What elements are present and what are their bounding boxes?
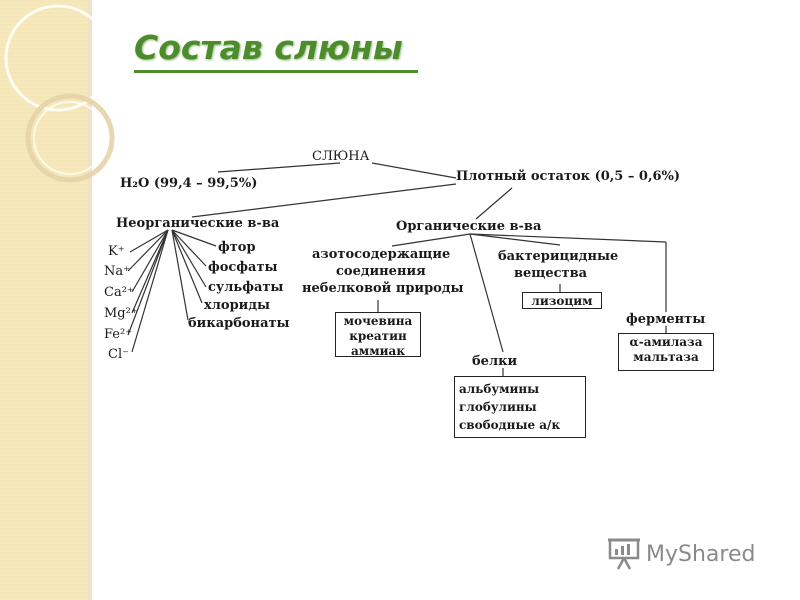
bactericidal-label-line1: бактерицидные <box>498 249 619 264</box>
nitrogen-items-box: мочевина креатин аммиак <box>335 312 421 358</box>
slide-title: Состав слюны <box>134 28 403 67</box>
dense-residue-node: Плотный остаток (0,5 – 0,6%) <box>456 169 681 184</box>
nitrogen-item-ammonia: аммиак <box>351 344 405 358</box>
inorganic-node: Неорганические в-ва <box>116 216 280 231</box>
nitrogen-item-creatine: креатин <box>349 329 407 343</box>
protein-item-albumins: альбумины <box>459 382 540 396</box>
anion-sulfates: сульфаты <box>208 280 284 295</box>
nitrogen-label-line2: соединения <box>336 264 426 279</box>
protein-item-amino-acids: свободные а/к <box>459 418 561 432</box>
protein-item-globulins: глобулины <box>459 400 537 414</box>
nitrogen-label-line3: небелковой природы <box>302 281 464 296</box>
organic-node: Органические в-ва <box>396 219 542 234</box>
enzyme-item-amylase: α-амилаза <box>629 335 703 349</box>
anion-chlorides: хлориды <box>204 298 271 313</box>
watermark-logo: MyShared <box>606 536 755 572</box>
presentation-icon <box>608 538 640 570</box>
watermark-text: MyShared <box>646 541 756 567</box>
proteins-items-box: альбумины глобулины свободные а/к <box>454 376 586 438</box>
cation-na: Na⁺ <box>104 264 130 279</box>
proteins-label: белки <box>472 354 518 369</box>
title-underline <box>134 70 418 73</box>
bactericidal-items-box: лизоцим <box>522 292 602 309</box>
left-band-edge <box>88 0 92 600</box>
anion-fluorine: фтор <box>218 240 256 255</box>
root-node: СЛЮНА <box>312 149 370 164</box>
enzymes-items-box: α-амилаза мальтаза <box>618 333 714 371</box>
nitrogen-item-urea: мочевина <box>343 314 413 328</box>
decor-circles <box>4 4 115 183</box>
anion-bicarbonates: бикарбонаты <box>188 316 290 331</box>
anion-phosphates: фосфаты <box>208 260 278 275</box>
water-node: H₂O (99,4 – 99,5%) <box>120 176 258 191</box>
left-decor-band <box>0 0 88 600</box>
cation-k: K⁺ <box>108 244 125 259</box>
bactericidal-label-line2: вещества <box>514 266 588 281</box>
nitrogen-label-line1: азотосодержащие <box>312 247 451 262</box>
cation-mg: Mg²⁺ <box>104 306 138 321</box>
cation-ca: Ca²⁺ <box>104 285 134 300</box>
bactericidal-item-lysozyme: лизоцим <box>531 294 593 308</box>
enzyme-item-maltase: мальтаза <box>633 350 699 364</box>
cation-fe: Fe²⁺ <box>104 327 133 342</box>
enzymes-label: ферменты <box>626 312 706 327</box>
anion-cl: Cl⁻ <box>108 347 129 362</box>
